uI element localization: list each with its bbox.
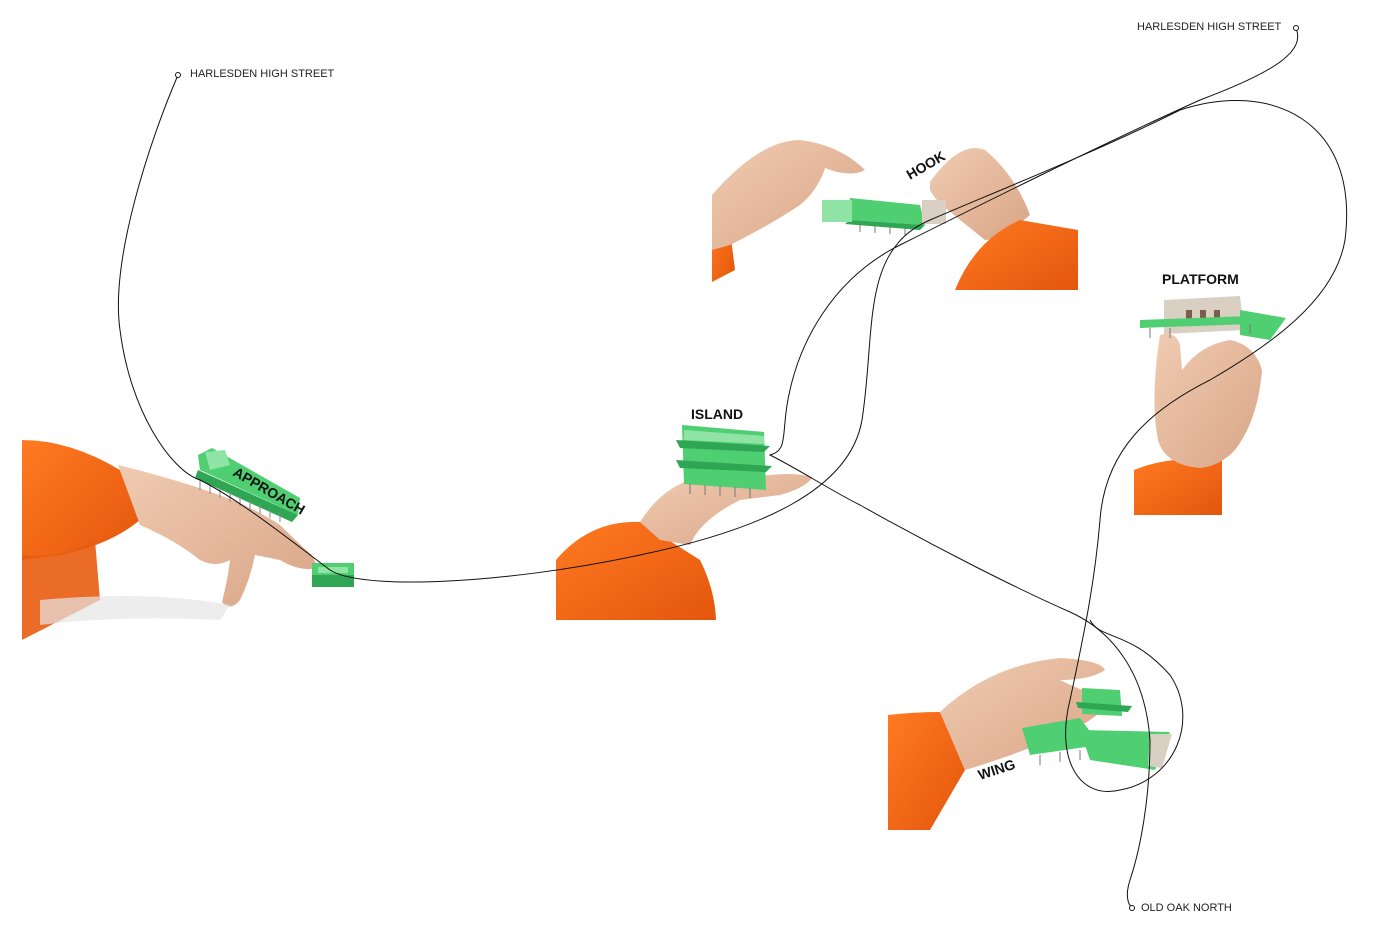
start-left-node xyxy=(175,72,181,78)
hook-photo xyxy=(712,140,1078,290)
start-right-label: HARLESDEN HIGH STREET xyxy=(1137,21,1282,33)
wing-hand xyxy=(940,658,1110,770)
island-label: ISLAND xyxy=(691,406,743,422)
route-lines xyxy=(117,25,1348,911)
route-secondary xyxy=(768,27,1299,908)
hook-model xyxy=(822,198,946,235)
end-bottom-node xyxy=(1129,905,1135,911)
approach-hand xyxy=(118,465,318,607)
approach-shadow xyxy=(40,596,230,625)
approach-photo xyxy=(22,440,354,640)
platform-photo xyxy=(1134,296,1286,515)
hook-hand-left xyxy=(712,140,865,250)
wing-model xyxy=(1022,688,1172,770)
approach-sleeve xyxy=(22,440,140,560)
platform-model xyxy=(1140,296,1286,340)
route-main xyxy=(117,74,1348,792)
platform-sleeve xyxy=(1134,458,1222,515)
island-model xyxy=(676,425,772,498)
platform-hand xyxy=(1154,333,1262,468)
start-right-node xyxy=(1293,25,1299,31)
hook-sleeve-right xyxy=(955,220,1078,290)
approach-model xyxy=(195,448,354,587)
platform-label: PLATFORM xyxy=(1162,271,1239,287)
wing-photo xyxy=(888,658,1172,830)
island-hand xyxy=(640,474,812,545)
start-left-label: HARLESDEN HIGH STREET xyxy=(190,68,335,80)
wing-sleeve xyxy=(888,712,965,830)
hook-hand-right xyxy=(930,148,1030,240)
end-bottom-label: OLD OAK NORTH xyxy=(1141,902,1232,914)
